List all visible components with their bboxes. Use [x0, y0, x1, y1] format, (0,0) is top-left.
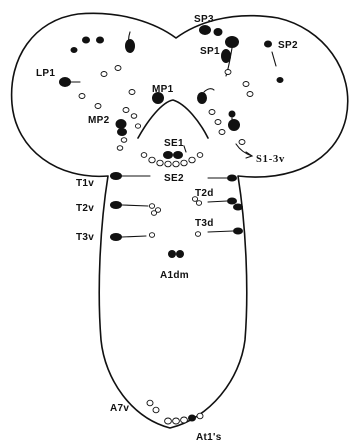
open-soma [117, 146, 123, 151]
open-soma [219, 130, 225, 135]
sp2-soma [264, 41, 272, 48]
brain-soma [96, 37, 104, 44]
label-sp2: SP2 [278, 40, 298, 51]
t1v-soma-right [227, 175, 237, 182]
label-mp2: MP2 [88, 115, 110, 126]
se-open-soma [189, 157, 195, 163]
t2d-soma-right [233, 204, 243, 211]
t3d-axon [208, 231, 233, 232]
at1-open-soma [173, 418, 180, 424]
mp1-soma [197, 92, 207, 104]
a7v-open-soma [147, 400, 153, 406]
t3v-open-soma [149, 233, 154, 238]
se-open-soma [173, 161, 179, 167]
t1v-soma [110, 172, 122, 180]
se1-soma [163, 151, 173, 159]
cord-cells [110, 172, 243, 424]
brain-and-nerve-cord-outline [12, 13, 348, 428]
brain-soma-right [229, 111, 236, 118]
label-a7v: A7v [110, 403, 129, 414]
label-s13v: S1-3v [256, 154, 285, 165]
open-soma [131, 114, 137, 119]
sp2-axon [272, 52, 276, 66]
at1-open-soma [165, 418, 172, 424]
label-a1dm: A1dm [160, 270, 189, 281]
t2d-soma [227, 198, 237, 205]
se1-axon [184, 146, 186, 152]
mp2-soma [117, 128, 127, 136]
open-soma [129, 90, 135, 95]
mp1-axon [204, 89, 214, 92]
brain-soma [71, 47, 78, 53]
label-se2: SE2 [164, 173, 184, 184]
open-soma [243, 82, 249, 87]
se-open-soma [165, 161, 171, 167]
open-soma [101, 72, 107, 77]
sp2-soma [277, 77, 284, 83]
label-sp3: SP3 [194, 14, 214, 25]
t2v-soma [110, 201, 122, 209]
se-open-soma [141, 153, 147, 158]
at1-open-soma [197, 413, 203, 419]
sp1-soma [225, 36, 239, 48]
label-se1: SE1 [164, 138, 184, 149]
open-soma [209, 110, 215, 115]
open-soma [239, 140, 245, 145]
label-lp1: LP1 [36, 68, 55, 79]
t3d-open-soma [195, 232, 200, 237]
open-soma [95, 104, 101, 109]
a7v-open-soma [153, 407, 159, 413]
lp1-soma [59, 77, 71, 87]
t2v-open-soma [151, 211, 156, 216]
mp2-soma [116, 119, 127, 129]
at1-soma [188, 415, 196, 422]
esophageal-notch [138, 100, 208, 138]
t2d-open-soma [196, 201, 201, 206]
sp3-soma [199, 25, 211, 35]
se-open-soma [157, 160, 163, 166]
sp3-soma [214, 28, 223, 36]
open-soma [225, 70, 231, 75]
a1dm-soma [176, 250, 184, 258]
se-open-soma [197, 153, 203, 158]
a1dm-soma [168, 250, 176, 258]
label-t2v: T2v [76, 203, 94, 214]
label-t2d: T2d [195, 188, 214, 199]
label-at1s: At1's [196, 432, 222, 442]
t3v-axon [122, 236, 146, 237]
open-soma [79, 94, 85, 99]
open-soma [247, 92, 253, 97]
brain-soma-right [228, 119, 240, 131]
label-sp1: SP1 [200, 46, 220, 57]
cell-labels: SP3 SP1 SP2 LP1 MP1 MP2 SE1 SE2 S1-3v T1… [36, 14, 298, 442]
t3v-soma [110, 233, 122, 241]
brain-soma [82, 37, 90, 44]
label-t1v: T1v [76, 178, 94, 189]
se1-soma [173, 151, 183, 159]
open-soma [135, 124, 140, 128]
t2v-axon [122, 205, 148, 206]
open-soma [215, 120, 221, 125]
label-t3d: T3d [195, 218, 214, 229]
open-soma [121, 138, 127, 143]
t2v-open-soma [149, 204, 154, 209]
open-soma [123, 108, 129, 113]
t2d-axon [208, 201, 227, 202]
label-t3v: T3v [76, 232, 94, 243]
t3d-soma [233, 228, 243, 235]
se-open-soma [149, 157, 155, 163]
at1-open-soma [181, 417, 188, 423]
se-open-soma [181, 160, 187, 166]
open-soma [115, 66, 121, 71]
label-mp1: MP1 [152, 84, 174, 95]
subesophageal-cluster [141, 146, 203, 167]
